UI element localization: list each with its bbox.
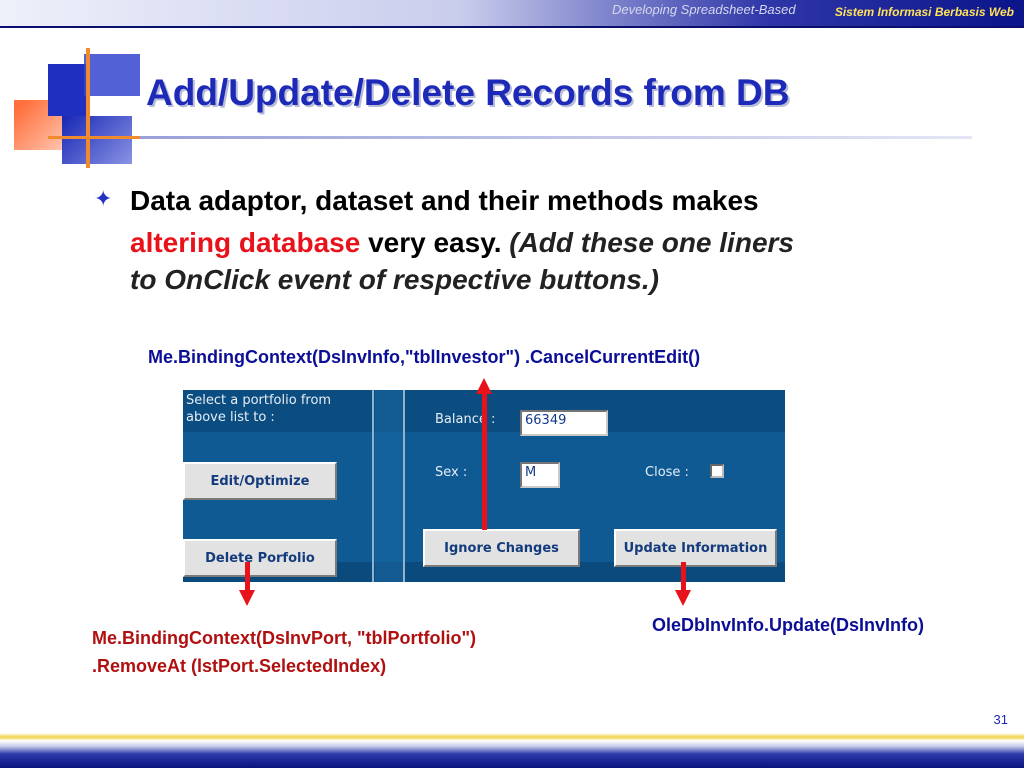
code-remove-at: Me.BindingContext(DsInvPort, "tblPortfol… [92,624,476,680]
close-checkbox[interactable] [710,464,724,478]
balance-label: Balance : [435,412,496,427]
bullet-text: Data adaptor, dataset and their methods … [130,180,960,264]
bullet-text-italic-1: (Add these one liners [509,227,794,258]
course-title: Sistem Informasi Berbasis Web [834,5,1014,19]
arrow-down-right-icon [675,590,691,606]
edit-optimize-button[interactable]: Edit/Optimize [183,462,337,500]
page-number: 31 [993,712,1008,727]
app-divider-right [403,390,405,582]
arrow-down-right-shaft [681,562,686,592]
bottom-banner [0,733,1024,768]
app-divider-left [372,390,374,582]
sex-input[interactable]: M [520,462,560,488]
slide-logo [0,30,150,170]
logo-blue-square-top [84,54,140,96]
logo-vertical-line [86,48,90,168]
arrow-up-shaft [482,394,487,530]
balance-input[interactable]: 66349 [520,410,608,436]
bullet-text-italic-2: to OnClick event of respective buttons.) [130,264,659,295]
logo-blue-square-bottom [62,116,132,164]
arrow-down-left-icon [239,590,255,606]
banner-faint-text: Developing Spreadsheet-Based [612,2,796,17]
code-remove-line1: Me.BindingContext(DsInvPort, "tblPortfol… [92,628,477,648]
code-remove-line2: .RemoveAt (lstPort.SelectedIndex) [92,656,387,676]
top-banner: Developing Spreadsheet-Based Sistem Info… [0,0,1024,28]
delete-portfolio-button[interactable]: Delete Porfolio [183,539,337,577]
code-update: OleDbInvInfo.Update(DsInvInfo) [652,615,924,635]
logo-blue-square [48,64,90,116]
slide-title: Add/Update/Delete Records from DB [146,72,790,113]
arrow-down-left-shaft [245,562,250,592]
update-information-button[interactable]: Update Information [614,529,777,567]
app-column-gap [375,390,403,582]
close-label: Close : [645,465,689,480]
bullet-star-icon: ✦ [94,186,113,211]
bullet-text-part2: very easy. [360,227,502,258]
arrow-up-icon [476,378,492,394]
code-cancel-edit: Me.BindingContext(DsInvInfo,"tblInvestor… [148,347,701,367]
portfolio-hint-label: Select a portfolio from above list to : [186,393,332,425]
bullet-text-part1: Data adaptor, dataset and their methods … [130,185,759,216]
sex-label: Sex : [435,465,468,480]
bullet-text-highlight: altering database [130,227,361,258]
ignore-changes-button[interactable]: Ignore Changes [423,529,580,567]
title-underline [140,136,972,139]
logo-horizontal-line [48,136,140,139]
